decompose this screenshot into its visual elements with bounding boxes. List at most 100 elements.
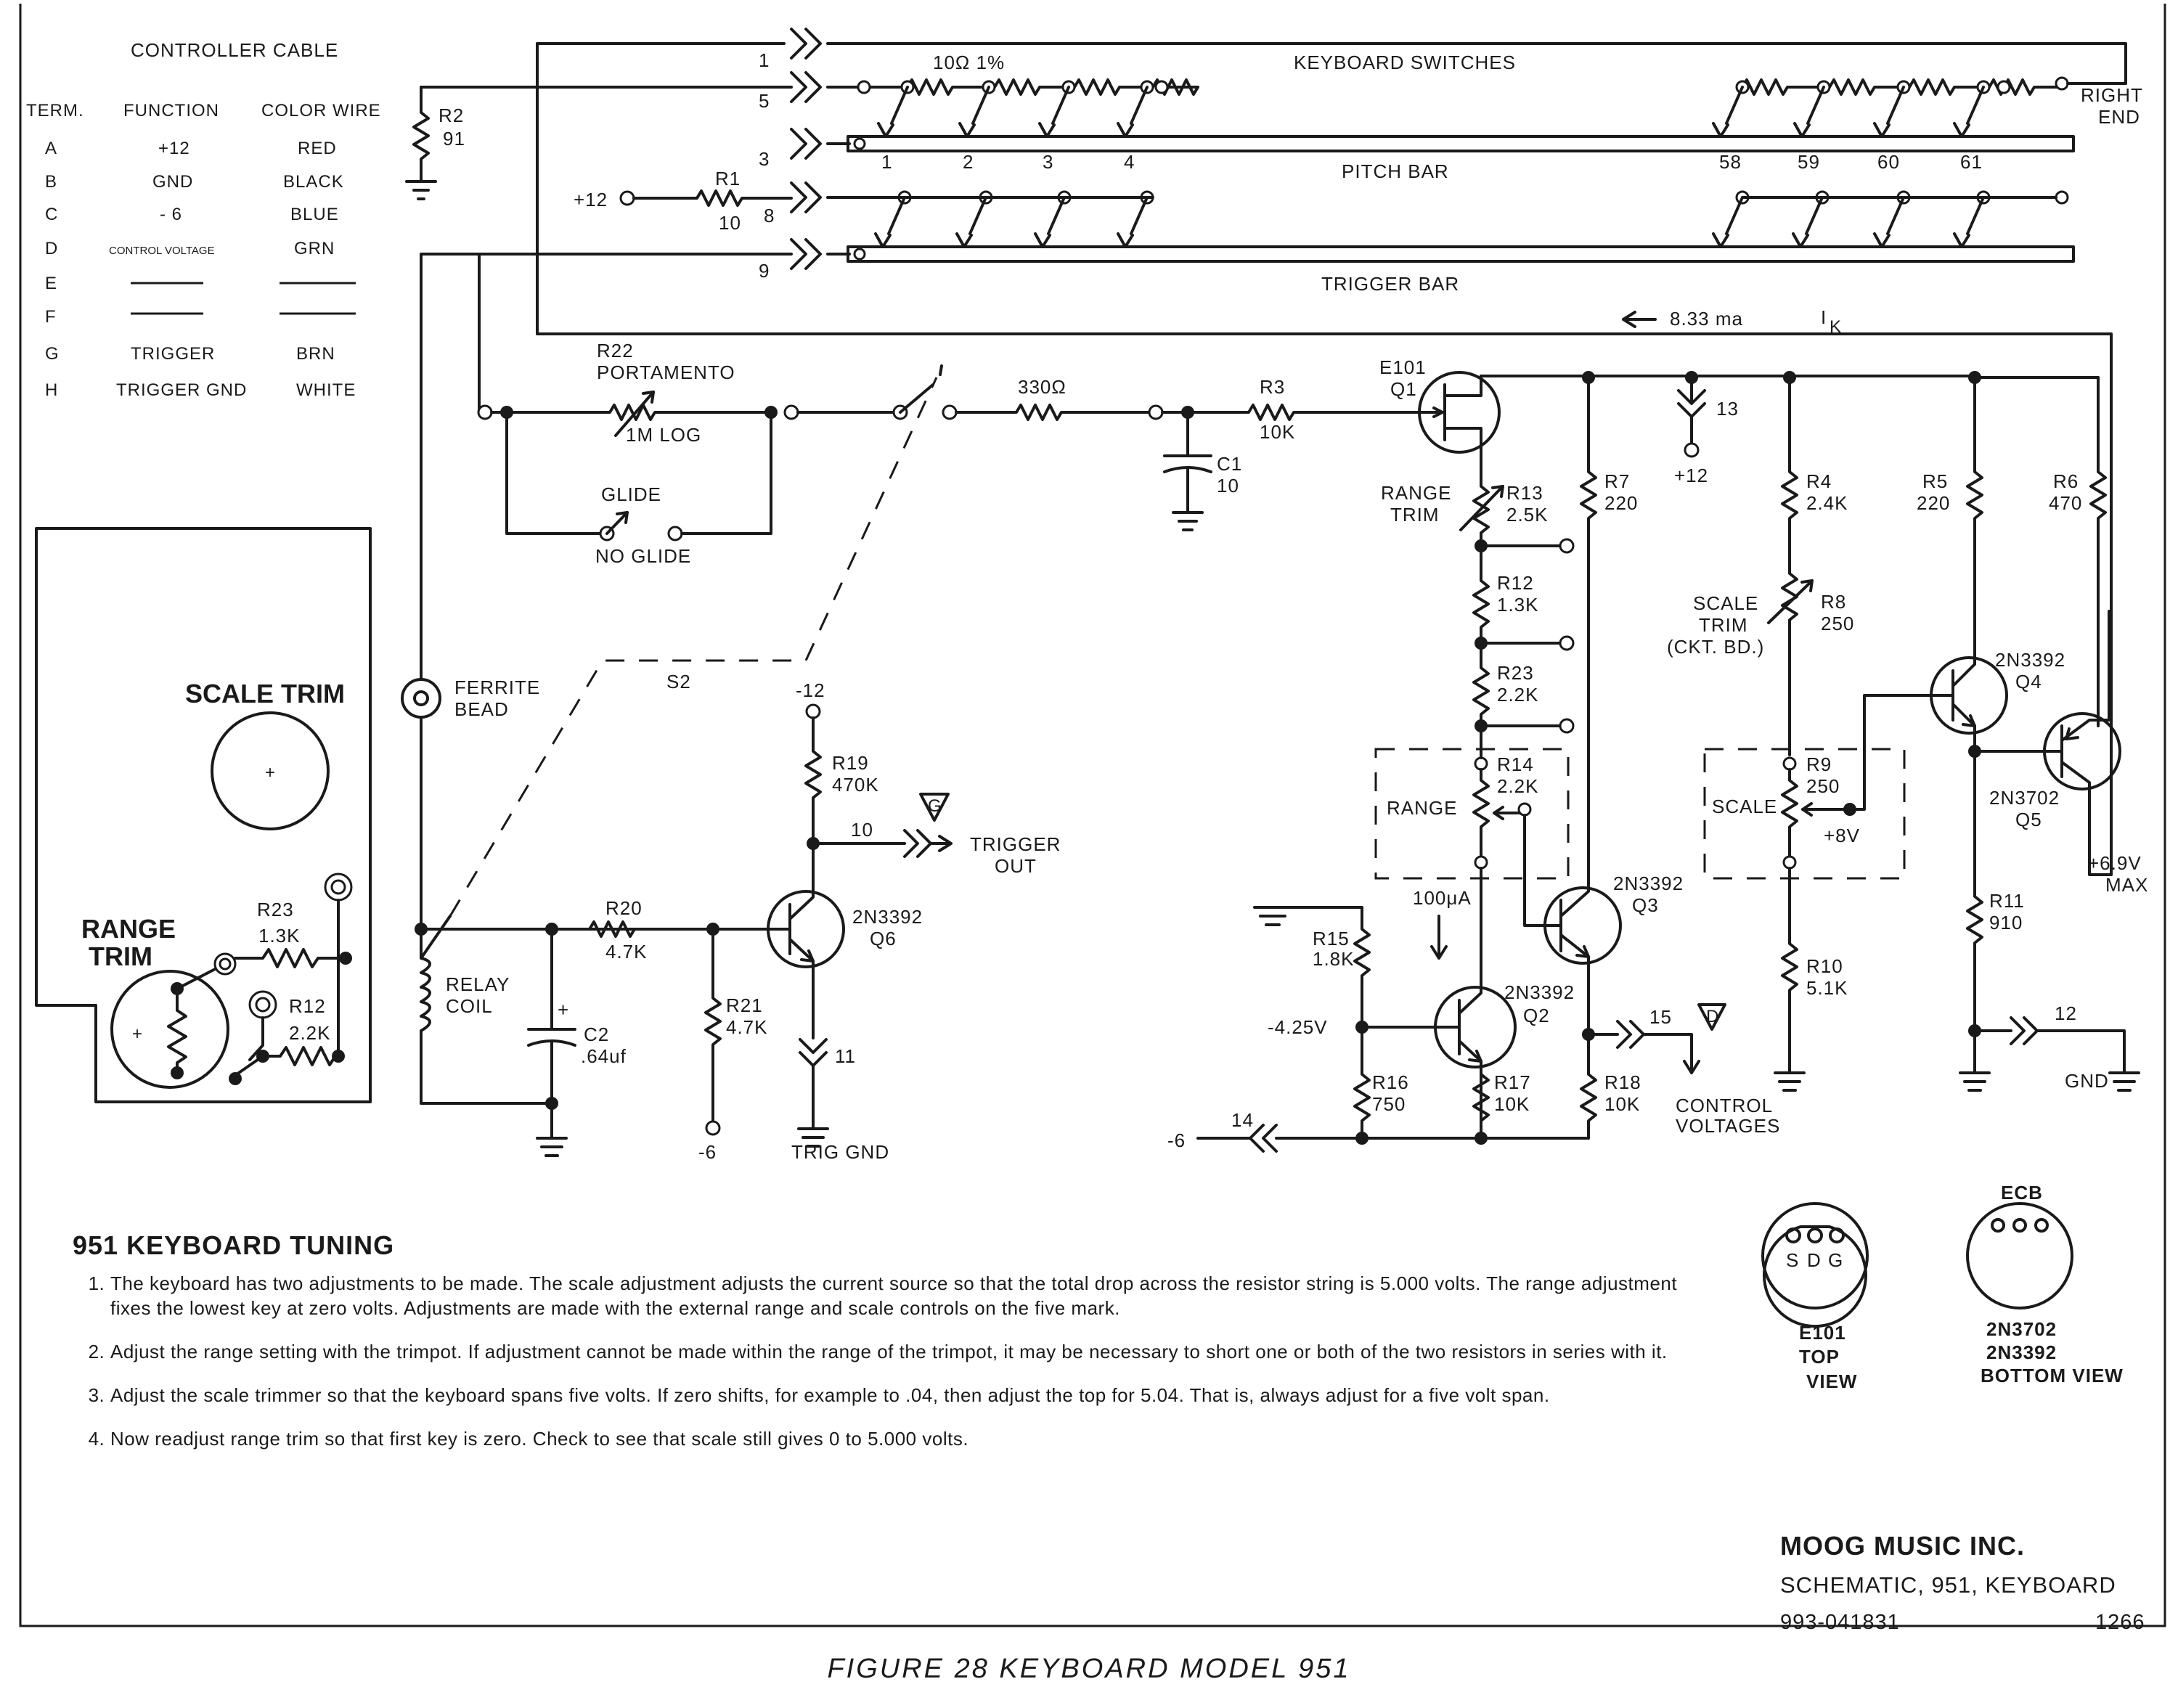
e101-view: TOP bbox=[1799, 1346, 1840, 1368]
connector-pin bbox=[790, 71, 822, 103]
panel-r23-value: 1.3K bbox=[258, 925, 301, 947]
pin-number: 1 bbox=[759, 49, 770, 71]
scale-section: 13 +12 R4 2.4K SCALE TRIM (CKT. BD.) R8 … bbox=[1667, 376, 2148, 1092]
r3-value: 10K bbox=[1260, 421, 1295, 443]
ground-symbol bbox=[1172, 511, 1204, 531]
ik-subscript: K bbox=[1830, 317, 1842, 337]
trigger-bar bbox=[847, 245, 2075, 263]
tuning-step: The keyboard has two adjustments to be m… bbox=[110, 1271, 1713, 1320]
scale-trim-label: TRIM bbox=[1699, 614, 1748, 636]
pin-13-label: 13 bbox=[1716, 398, 1739, 420]
range-control-box bbox=[1374, 748, 1570, 880]
key-number: 60 bbox=[1877, 151, 1900, 173]
r1-value: 10 bbox=[719, 212, 741, 234]
relay-label: RELAY bbox=[446, 973, 510, 995]
q3-label: Q3 bbox=[1632, 894, 1659, 916]
r13-label: R13 bbox=[1506, 482, 1543, 504]
no-glide-label: NO GLIDE bbox=[595, 545, 691, 567]
tuning-step: Now readjust range trim so that first ke… bbox=[110, 1426, 1713, 1451]
r22-label: R22 bbox=[597, 340, 634, 361]
connector-pin bbox=[790, 181, 822, 213]
r330-label: 330Ω bbox=[1018, 376, 1066, 398]
cable-term: D bbox=[45, 239, 58, 258]
panel-r12: R12 bbox=[289, 995, 326, 1017]
scale-trim-label: (CKT. BD.) bbox=[1667, 636, 1764, 658]
pin-11-label: 11 bbox=[835, 1045, 856, 1067]
ferrite-bead bbox=[401, 678, 441, 719]
r18-value: 10K bbox=[1604, 1093, 1640, 1115]
trigger-bar-label: TRIGGER BAR bbox=[1321, 273, 1459, 295]
cable-function: CONTROL VOLTAGE bbox=[109, 245, 215, 257]
r5-label: R5 bbox=[1922, 470, 1948, 492]
schematic-title: SCHEMATIC, 951, KEYBOARD bbox=[1780, 1572, 2116, 1598]
front-panel: SCALE TRIM + RANGE TRIM + R23 1.3K R12 2… bbox=[35, 527, 372, 1103]
pin-number: 8 bbox=[764, 205, 775, 226]
e101-label: E101 bbox=[1379, 356, 1427, 378]
ground-symbol bbox=[405, 180, 437, 200]
q3-transistor bbox=[1543, 886, 1622, 965]
r2-label: R2 bbox=[439, 105, 464, 126]
drawing-frame bbox=[19, 4, 2166, 1627]
figure-caption: FIGURE 28 KEYBOARD MODEL 951 bbox=[827, 1654, 1351, 1684]
connector-pin bbox=[790, 238, 822, 270]
tuning-step: Adjust the scale trimmer so that the key… bbox=[110, 1383, 1713, 1407]
pitch-bar bbox=[847, 135, 2075, 152]
part-number: 993-041831 bbox=[1780, 1611, 1900, 1634]
q6-type-label: 2N3392 bbox=[852, 906, 923, 928]
glide-label: GLIDE bbox=[601, 483, 661, 505]
r13-value: 2.5K bbox=[1506, 504, 1549, 526]
ferrite-label: FERRITE bbox=[454, 677, 540, 698]
knob-center-mark: + bbox=[265, 763, 275, 783]
current-label: 8.33 ma bbox=[1670, 308, 1743, 330]
cable-function: - 6 bbox=[160, 205, 182, 224]
g-tag bbox=[919, 793, 950, 822]
r16-value: 750 bbox=[1372, 1093, 1406, 1115]
range-trim-knob[interactable] bbox=[110, 970, 229, 1089]
scale-trim-label: SCALE bbox=[1693, 592, 1758, 614]
r21-label: R21 bbox=[726, 994, 763, 1016]
fet-pin-letter: D bbox=[1807, 1249, 1822, 1271]
r19-label: R19 bbox=[832, 752, 869, 774]
r2-value: 91 bbox=[443, 128, 465, 150]
minus-6-label: -6 bbox=[1167, 1129, 1186, 1151]
control-voltages-label: CONTROL bbox=[1676, 1095, 1773, 1116]
v69-label: +6.9V bbox=[2088, 852, 2142, 874]
pin-13-voltage: +12 bbox=[1674, 465, 1708, 486]
right-end-label: END bbox=[2098, 106, 2140, 128]
cable-header-function: FUNCTION bbox=[123, 101, 219, 120]
ferrite-label: BEAD bbox=[454, 698, 509, 720]
r11-label: R11 bbox=[1989, 890, 2025, 912]
ground-symbol bbox=[1253, 906, 1292, 926]
r7-value: 220 bbox=[1604, 492, 1638, 514]
r8-value: 250 bbox=[1821, 613, 1854, 634]
ground-symbol bbox=[797, 1127, 829, 1148]
r10-label: R10 bbox=[1806, 955, 1843, 977]
trigger-section: FERRITE BEAD S2 RELAY COIL R20 4.7K + C2… bbox=[401, 253, 1060, 1163]
q4-type-label: 2N3392 bbox=[1995, 649, 2065, 671]
connector-pin bbox=[790, 28, 822, 60]
pin-14-label: 14 bbox=[1231, 1109, 1254, 1131]
plus8v-label: +8V bbox=[1824, 825, 1860, 846]
key-number: 3 bbox=[1043, 151, 1053, 173]
q2-type-label: 2N3392 bbox=[1504, 981, 1575, 1003]
bjt-name: 2N3702 bbox=[1986, 1318, 2057, 1340]
minus12-label: -12 bbox=[796, 679, 825, 701]
cable-term: F bbox=[45, 307, 57, 327]
g-tag-letter: G bbox=[928, 796, 942, 816]
r1-label: R1 bbox=[715, 168, 741, 189]
pin-number: 5 bbox=[759, 90, 770, 112]
company-name: MOOG MUSIC INC. bbox=[1780, 1531, 2025, 1561]
d-tag-letter: D bbox=[1706, 1007, 1719, 1026]
fet-pin-letter: S bbox=[1786, 1249, 1799, 1271]
minus-425v-label: -4.25V bbox=[1268, 1016, 1328, 1038]
r4-label: R4 bbox=[1806, 470, 1832, 492]
scale-trim-knob[interactable] bbox=[211, 711, 330, 830]
minus6-label: -6 bbox=[698, 1141, 717, 1163]
q3-type-label: 2N3392 bbox=[1613, 873, 1684, 894]
r8-label: R8 bbox=[1821, 591, 1846, 613]
r12-value: 1.3K bbox=[1497, 594, 1539, 616]
r6-label: R6 bbox=[2053, 470, 2079, 492]
pin-number: 3 bbox=[759, 148, 770, 170]
bjt-name: 2N3392 bbox=[1986, 1341, 2057, 1363]
